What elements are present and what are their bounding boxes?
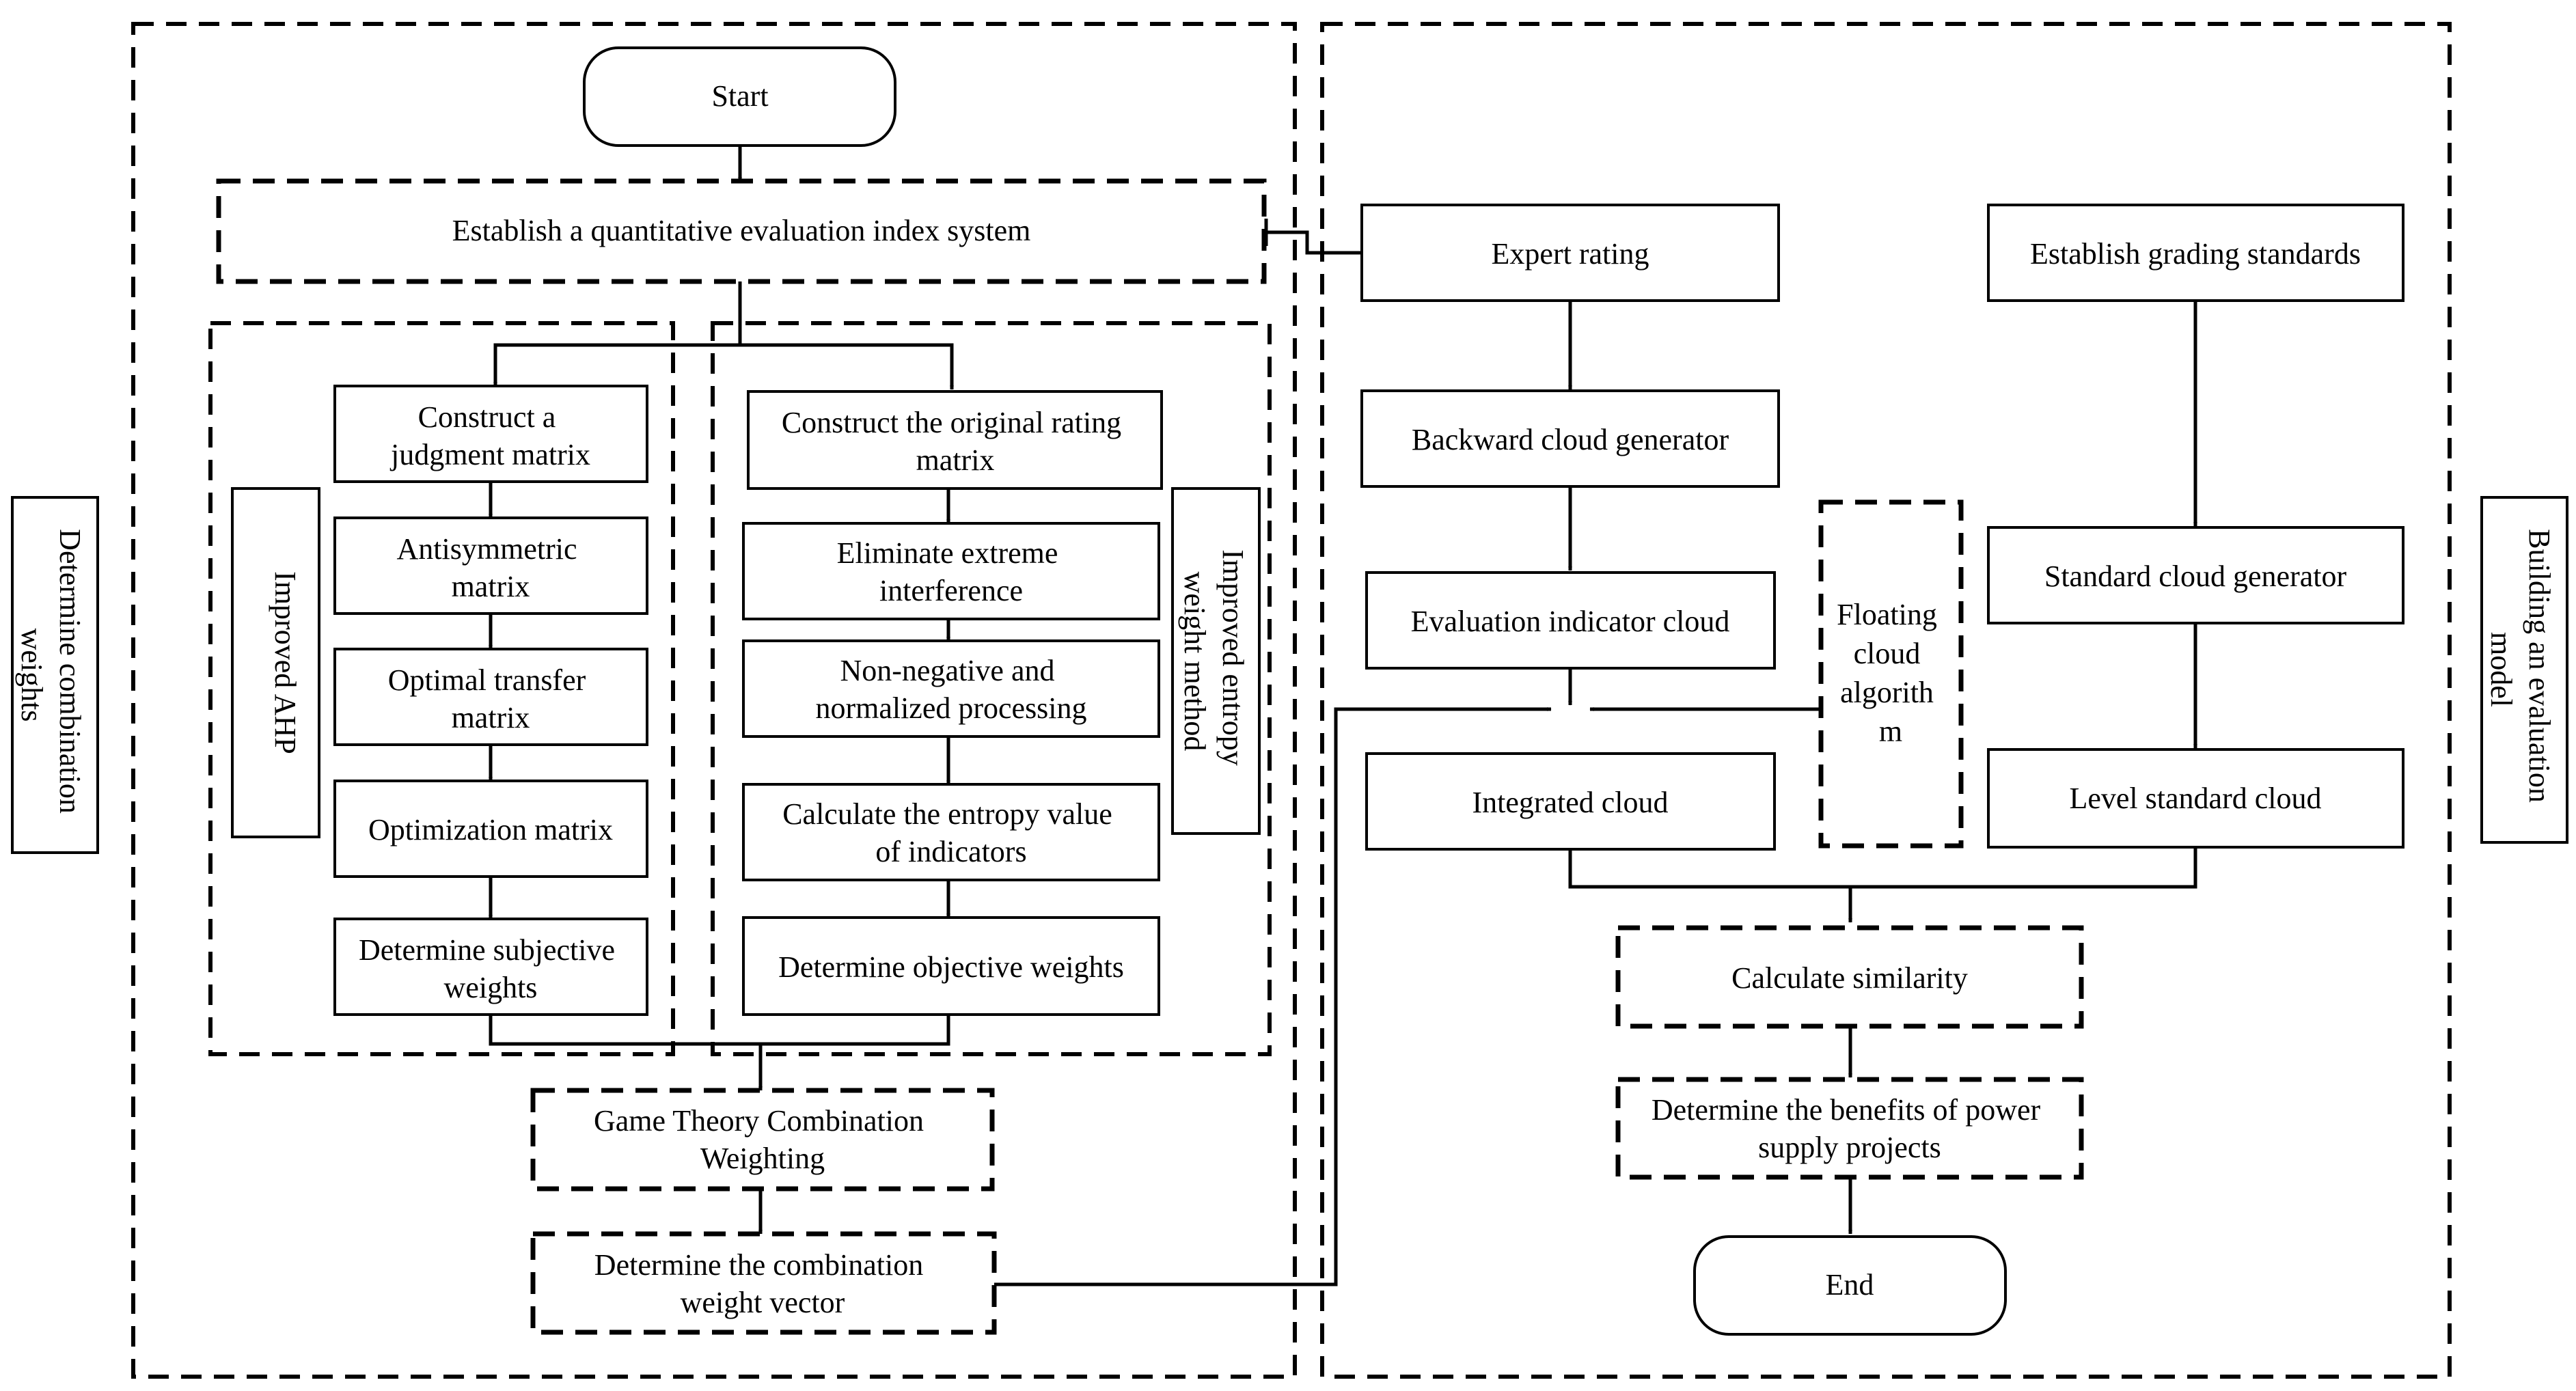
level-cloud-node: Level standard cloud [1987, 748, 2404, 849]
combination-vector-box [530, 1231, 997, 1335]
level-cloud-box [1987, 748, 2404, 849]
similarity-node: Calculate similarity [1615, 925, 2084, 1029]
expert-rating-node: Expert rating [1360, 204, 1780, 302]
game-theory-label: Game Theory Combination Weighting [594, 1104, 931, 1175]
connector-to-entropy [740, 343, 954, 390]
standard-generator-node: Standard cloud generator [1987, 526, 2404, 624]
end-label: End [1826, 1268, 1874, 1302]
ahp-step-2: Antisymmetric matrix [333, 517, 648, 615]
indicator-cloud-label: Evaluation indicator cloud [1411, 605, 1730, 638]
indicator-cloud-box [1365, 571, 1776, 670]
expert-rating-label: Expert rating [1492, 237, 1649, 271]
ahp-step-2-box [333, 517, 648, 615]
benefits-box [1615, 1077, 2084, 1180]
grading-standards-node: Establish grading standards [1987, 204, 2404, 302]
connector-index-to-expert [1266, 230, 1362, 255]
connector-objective-merge [761, 1015, 950, 1046]
connector-to-ahp [493, 281, 742, 387]
left-side-label-box: Determine combination weights [11, 496, 99, 854]
game-theory-box [530, 1088, 995, 1192]
floating-cloud-box [1818, 499, 1964, 849]
ahp-step-4-label: Optimization matrix [368, 813, 613, 846]
ahp-step-4: Optimization matrix [333, 780, 648, 878]
floating-cloud-label: Floating cloud algorith m [1837, 598, 1945, 748]
ahp-step-3-box [333, 648, 648, 746]
floating-cloud-node: Floating cloud algorith m [1818, 499, 1964, 849]
entropy-step-2: Eliminate extreme interference [742, 522, 1160, 620]
ahp-step-1: Construct a judgment matrix [333, 385, 648, 483]
left-side-label-frame [11, 496, 99, 854]
ahp-step-4-box [333, 780, 648, 878]
benefits-node: Determine the benefits of power supply p… [1615, 1077, 2084, 1180]
end-node: End [1693, 1235, 2007, 1336]
right-region-frame [1320, 22, 2452, 1379]
entropy-step-4-box [742, 783, 1160, 881]
entropy-step-5: Determine objective weights [742, 916, 1160, 1016]
entropy-step-3-box [742, 639, 1160, 738]
entropy-label-frame [1171, 487, 1261, 835]
integrated-cloud-node: Integrated cloud [1365, 752, 1776, 851]
index-system-box [216, 178, 1267, 284]
level-cloud-label: Level standard cloud [2070, 782, 2322, 815]
ahp-step-5-box [333, 918, 648, 1016]
right-side-label-frame [2480, 496, 2568, 844]
ahp-step-2-label: Antisymmetric matrix [397, 532, 585, 603]
entropy-method-label: Improved entropy weight method [1178, 549, 1250, 773]
game-theory-node: Game Theory Combination Weighting [530, 1088, 995, 1192]
entropy-step-1: Construct the original rating matrix [747, 390, 1163, 490]
start-node: Start [583, 46, 896, 147]
entropy-step-4-label: Calculate the entropy value of indicator… [782, 797, 1120, 868]
grading-standards-label: Establish grading standards [2030, 237, 2361, 271]
ahp-step-3: Optimal transfer matrix [333, 648, 648, 746]
entropy-step-5-box [742, 916, 1160, 1016]
entropy-step-3-label: Non-negative and normalized processing [815, 654, 1086, 725]
right-side-label: Building an evaluation model [2484, 529, 2556, 810]
backward-generator-box [1360, 389, 1780, 488]
index-system-label: Establish a quantitative evaluation inde… [452, 214, 1031, 247]
improved-ahp-label-node: Improved AHP [231, 487, 320, 838]
connector-merge-similarity [1568, 847, 2197, 889]
right-side-label-box: Building an evaluation model [2480, 496, 2568, 844]
similarity-box [1615, 925, 2084, 1029]
ahp-step-5-label: Determine subjective weights [359, 933, 622, 1004]
connector-subjective-merge [489, 1015, 763, 1091]
grading-standards-box [1987, 204, 2404, 302]
combination-vector-node: Determine the combination weight vector [530, 1231, 997, 1335]
similarity-label: Calculate similarity [1731, 961, 1968, 995]
entropy-step-2-box [742, 522, 1160, 620]
entropy-step-4: Calculate the entropy value of indicator… [742, 783, 1160, 881]
backward-generator-node: Backward cloud generator [1360, 389, 1780, 488]
improved-ahp-frame [231, 487, 320, 838]
ahp-step-1-box [333, 385, 648, 483]
standard-generator-label: Standard cloud generator [2044, 560, 2347, 593]
entropy-group-frame [711, 321, 1272, 1056]
indicator-cloud-node: Evaluation indicator cloud [1365, 571, 1776, 670]
ahp-step-3-label: Optimal transfer matrix [388, 663, 594, 734]
entropy-step-1-box [747, 390, 1163, 490]
integrated-cloud-box [1365, 752, 1776, 851]
ahp-step-1-label: Construct a judgment matrix [389, 400, 590, 471]
entropy-step-1-label: Construct the original rating matrix [782, 406, 1129, 477]
standard-generator-box [1987, 526, 2404, 624]
benefits-label: Determine the benefits of power supply p… [1652, 1093, 2048, 1164]
combination-vector-label: Determine the combination weight vector [594, 1248, 931, 1319]
connector-vector-to-cloud [994, 707, 1552, 1286]
entropy-step-3: Non-negative and normalized processing [742, 639, 1160, 738]
backward-generator-label: Backward cloud generator [1412, 423, 1729, 456]
left-side-label: Determine combination weights [15, 529, 87, 821]
ahp-group-frame [208, 321, 675, 1056]
improved-ahp-label: Improved AHP [269, 571, 302, 754]
entropy-step-5-label: Determine objective weights [778, 950, 1124, 984]
entropy-step-2-label: Eliminate extreme interference [837, 536, 1066, 607]
start-label: Start [711, 79, 768, 113]
ahp-step-5: Determine subjective weights [333, 918, 648, 1016]
entropy-label-node: Improved entropy weight method [1171, 487, 1261, 835]
integrated-cloud-label: Integrated cloud [1472, 786, 1668, 819]
expert-rating-box [1360, 204, 1780, 302]
index-system-node: Establish a quantitative evaluation inde… [216, 178, 1267, 284]
left-region-frame [131, 22, 1297, 1379]
start-terminal [583, 46, 896, 147]
end-terminal [1693, 1235, 2007, 1336]
